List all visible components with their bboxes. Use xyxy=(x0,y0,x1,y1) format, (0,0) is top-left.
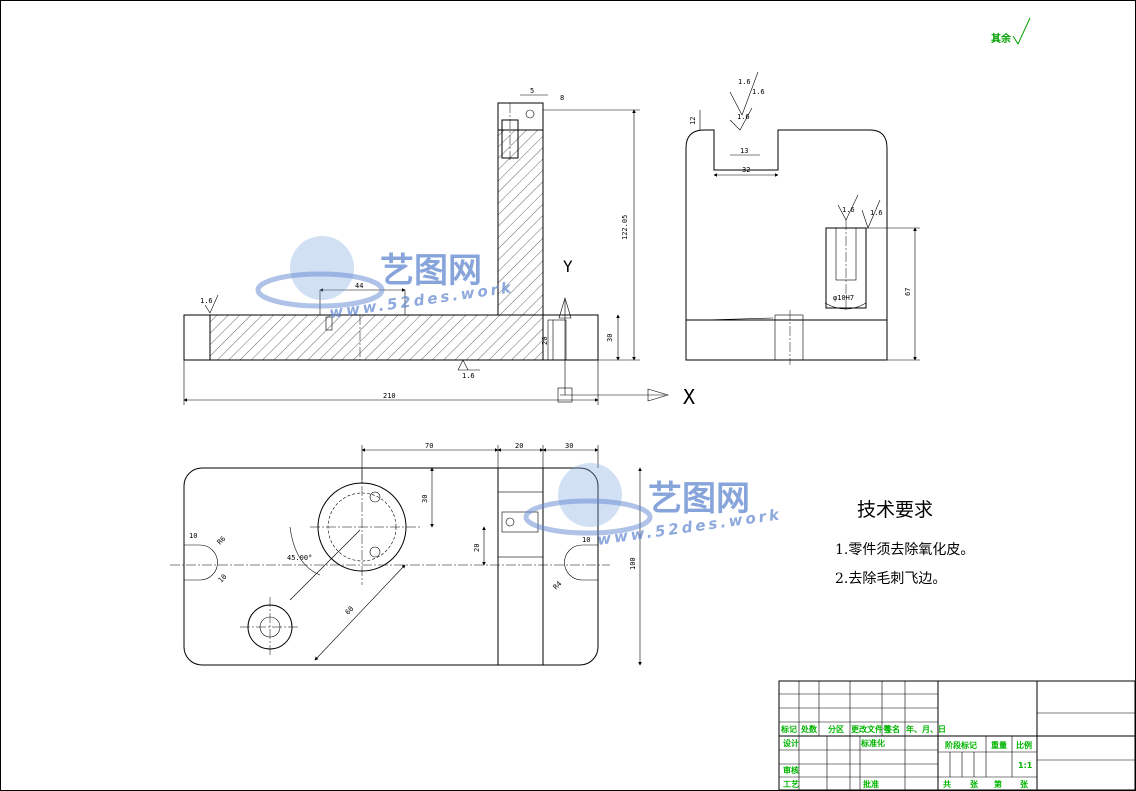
svg-text:1.6: 1.6 xyxy=(870,209,883,217)
surface-finish-note: 其余 xyxy=(991,17,1031,46)
svg-text:Y: Y xyxy=(563,257,573,276)
top-view: 60 45.00° 70 20 30 30 100 20 10 10 R6 R4… xyxy=(170,442,642,666)
svg-text:30: 30 xyxy=(565,442,573,450)
svg-text:70: 70 xyxy=(425,442,433,450)
svg-text:12: 12 xyxy=(689,117,697,125)
svg-text:60: 60 xyxy=(344,605,356,617)
svg-text:审核: 审核 xyxy=(783,765,799,775)
svg-text:艺图网: 艺图网 xyxy=(648,479,750,519)
svg-text:8: 8 xyxy=(560,94,564,102)
svg-text:张: 张 xyxy=(1020,780,1029,789)
svg-text:45.00°: 45.00° xyxy=(287,554,312,562)
svg-text:44: 44 xyxy=(355,282,363,290)
svg-text:艺图网: 艺图网 xyxy=(380,251,482,291)
svg-text:标记: 标记 xyxy=(780,724,797,734)
svg-text:1.6: 1.6 xyxy=(738,78,751,86)
side-view: 32 13 12 67 φ10H7 1.6 1.6 1.6 1.6 1.6 xyxy=(685,71,920,365)
svg-text:φ10H7: φ10H7 xyxy=(833,294,854,302)
svg-text:更改文件号: 更改文件号 xyxy=(851,724,891,734)
svg-text:R4: R4 xyxy=(552,580,564,592)
svg-text:第: 第 xyxy=(994,779,1002,789)
front-section-hatch xyxy=(209,129,544,361)
svg-text:其余: 其余 xyxy=(991,32,1012,45)
svg-text:20: 20 xyxy=(473,544,481,552)
watermark-1: 艺图网 www.52des.work xyxy=(255,236,515,322)
svg-text:比例: 比例 xyxy=(1016,740,1032,750)
svg-text:10: 10 xyxy=(582,536,590,544)
top-outline xyxy=(183,467,599,666)
svg-text:30: 30 xyxy=(606,334,614,342)
svg-text:共: 共 xyxy=(943,779,951,789)
svg-text:工艺: 工艺 xyxy=(783,779,799,789)
svg-text:R6: R6 xyxy=(216,535,228,547)
svg-text:1:1: 1:1 xyxy=(1018,761,1033,770)
svg-text:批准: 批准 xyxy=(863,779,879,789)
svg-text:标准化: 标准化 xyxy=(860,738,885,748)
svg-text:10: 10 xyxy=(217,573,229,585)
svg-text:1.6: 1.6 xyxy=(462,372,475,380)
svg-text:10: 10 xyxy=(189,532,197,540)
svg-text:1.6: 1.6 xyxy=(752,88,765,96)
svg-text:年、月、日: 年、月、日 xyxy=(906,724,946,734)
svg-text:1.6: 1.6 xyxy=(200,297,213,305)
svg-text:30: 30 xyxy=(421,495,429,503)
svg-text:重量: 重量 xyxy=(991,740,1007,750)
svg-text:20: 20 xyxy=(541,337,549,345)
svg-text:设计: 设计 xyxy=(783,738,799,748)
svg-text:张: 张 xyxy=(970,780,979,789)
front-view: 210 122.05 30 44 20 5 8 1.6 1.6 Y X xyxy=(183,87,695,409)
svg-text:20: 20 xyxy=(515,442,523,450)
svg-text:210: 210 xyxy=(383,392,396,400)
svg-text:32: 32 xyxy=(742,166,750,174)
svg-text:签名: 签名 xyxy=(883,724,900,734)
tech-requirements: 技术要求 1.零件须去除氧化皮。 2.去除毛刺飞边。 xyxy=(835,499,974,587)
svg-text:100: 100 xyxy=(629,557,637,570)
tech-req-title: 技术要求 xyxy=(857,499,933,521)
tech-req-item-1: 1.零件须去除氧化皮。 xyxy=(835,542,974,558)
svg-text:122.05: 122.05 xyxy=(621,215,629,240)
svg-text:67: 67 xyxy=(904,288,912,296)
svg-text:处数: 处数 xyxy=(800,724,818,734)
svg-text:分区: 分区 xyxy=(828,724,844,734)
tech-req-item-2: 2.去除毛刺飞边。 xyxy=(835,571,946,587)
watermark-2: 艺图网 www.52des.work xyxy=(523,463,783,549)
side-outline xyxy=(685,129,888,361)
svg-text:1.6: 1.6 xyxy=(737,113,750,121)
svg-text:X: X xyxy=(683,385,695,409)
svg-text:13: 13 xyxy=(740,147,748,155)
svg-text:阶段标记: 阶段标记 xyxy=(945,740,977,750)
svg-text:1.6: 1.6 xyxy=(842,206,855,214)
title-block: 标记 处数 分区 更改文件号 签名 年、月、日 设计 标准化 阶段标记 重量 比… xyxy=(778,680,1136,791)
svg-text:5: 5 xyxy=(530,87,534,95)
